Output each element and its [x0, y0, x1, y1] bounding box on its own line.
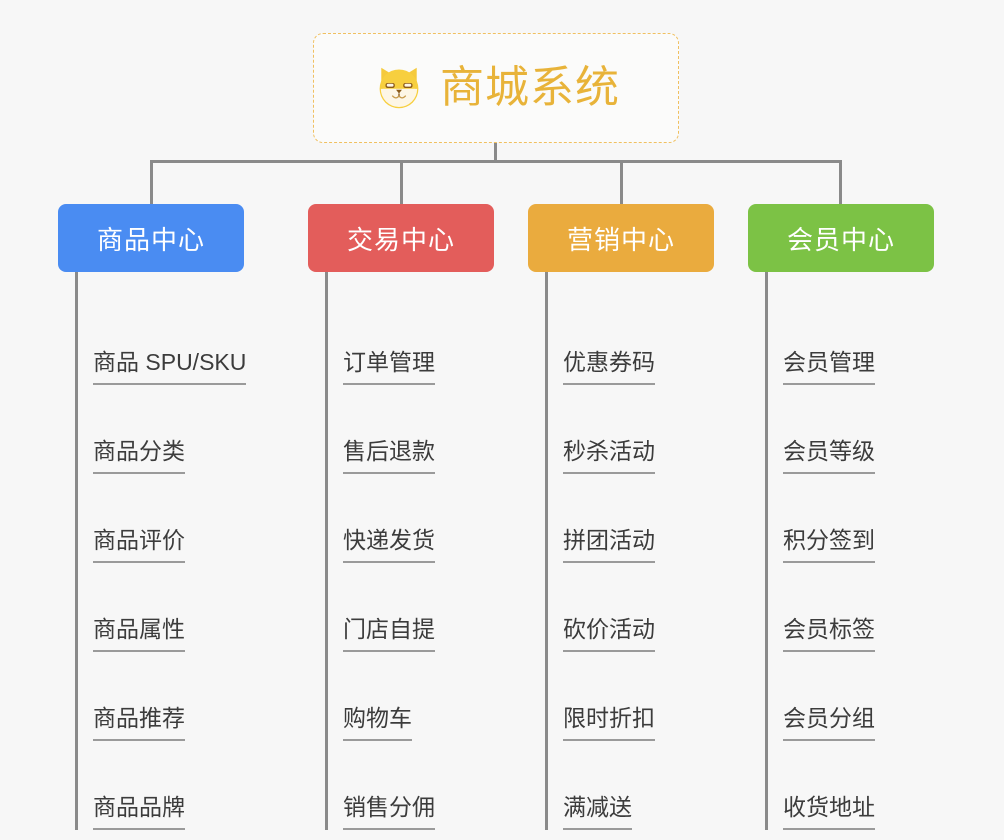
item-label: 售后退款 [343, 438, 435, 474]
list-item[interactable]: 会员管理 [748, 296, 963, 385]
item-label: 商品属性 [93, 616, 185, 652]
item-list-trade-center: 订单管理 售后退款 快递发货 门店自提 购物车 销售分佣 [308, 272, 523, 830]
category-label: 营销中心 [566, 224, 675, 255]
item-label: 优惠券码 [563, 349, 655, 385]
list-item[interactable]: 会员分组 [748, 652, 963, 741]
list-item[interactable]: 购物车 [308, 652, 523, 741]
item-label: 购物车 [343, 705, 412, 741]
list-item[interactable]: 砍价活动 [528, 563, 743, 652]
item-label: 商品品牌 [93, 794, 185, 830]
item-label: 商品分类 [93, 438, 185, 474]
connector-drop-marketing [620, 160, 623, 206]
item-label: 商品推荐 [93, 705, 185, 741]
item-label: 收货地址 [783, 794, 875, 830]
branch-spine [545, 272, 548, 830]
branch-spine [765, 272, 768, 830]
branch-product-center: 商品中心 商品 SPU/SKU 商品分类 商品评价 商品属性 商品推荐 商品品牌 [58, 204, 298, 830]
category-label: 商品中心 [96, 224, 205, 255]
root-node[interactable]: 商城系统 [313, 33, 679, 143]
connector-drop-product [150, 160, 153, 206]
list-item[interactable]: 商品属性 [58, 563, 298, 652]
list-item[interactable]: 拼团活动 [528, 474, 743, 563]
list-item[interactable]: 限时折扣 [528, 652, 743, 741]
item-label: 积分签到 [783, 527, 875, 563]
category-label: 交易中心 [346, 224, 455, 255]
list-item[interactable]: 会员标签 [748, 563, 963, 652]
connector-horizontal-bus [150, 160, 841, 163]
list-item[interactable]: 优惠券码 [528, 296, 743, 385]
list-item[interactable]: 商品品牌 [58, 741, 298, 830]
item-label: 会员管理 [783, 349, 875, 385]
connector-drop-trade [400, 160, 403, 206]
branch-spine [75, 272, 78, 830]
category-header-marketing-center[interactable]: 营销中心 [528, 204, 714, 272]
category-header-member-center[interactable]: 会员中心 [748, 204, 934, 272]
branch-spine [325, 272, 328, 830]
item-label: 限时折扣 [563, 705, 655, 741]
list-item[interactable]: 收货地址 [748, 741, 963, 830]
list-item[interactable]: 商品分类 [58, 385, 298, 474]
branch-marketing-center: 营销中心 优惠券码 秒杀活动 拼团活动 砍价活动 限时折扣 满减送 [528, 204, 743, 830]
item-label: 商品 SPU/SKU [93, 349, 247, 385]
list-item[interactable]: 销售分佣 [308, 741, 523, 830]
list-item[interactable]: 商品推荐 [58, 652, 298, 741]
list-item[interactable]: 订单管理 [308, 296, 523, 385]
list-item[interactable]: 商品 SPU/SKU [58, 296, 298, 385]
item-label: 商品评价 [93, 527, 185, 563]
item-label: 销售分佣 [343, 794, 435, 830]
list-item[interactable]: 会员等级 [748, 385, 963, 474]
item-list-marketing-center: 优惠券码 秒杀活动 拼团活动 砍价活动 限时折扣 满减送 [528, 272, 743, 830]
item-label: 会员等级 [783, 438, 875, 474]
item-label: 会员分组 [783, 705, 875, 741]
list-item[interactable]: 满减送 [528, 741, 743, 830]
list-item[interactable]: 秒杀活动 [528, 385, 743, 474]
item-list-member-center: 会员管理 会员等级 积分签到 会员标签 会员分组 收货地址 [748, 272, 963, 830]
item-list-product-center: 商品 SPU/SKU 商品分类 商品评价 商品属性 商品推荐 商品品牌 [58, 272, 298, 830]
item-label: 秒杀活动 [563, 438, 655, 474]
list-item[interactable]: 门店自提 [308, 563, 523, 652]
branch-trade-center: 交易中心 订单管理 售后退款 快递发货 门店自提 购物车 销售分佣 [308, 204, 523, 830]
item-label: 会员标签 [783, 616, 875, 652]
item-label: 砍价活动 [563, 616, 655, 652]
root-title: 商城系统 [440, 63, 620, 112]
item-label: 快递发货 [343, 527, 435, 563]
category-label: 会员中心 [786, 224, 895, 255]
item-label: 拼团活动 [563, 527, 655, 563]
connector-root-stem [494, 143, 497, 162]
shiba-dog-face-icon [372, 61, 426, 115]
list-item[interactable]: 快递发货 [308, 474, 523, 563]
item-label: 订单管理 [343, 349, 435, 385]
item-label: 满减送 [563, 794, 632, 830]
category-header-product-center[interactable]: 商品中心 [58, 204, 244, 272]
list-item[interactable]: 商品评价 [58, 474, 298, 563]
connector-drop-member [839, 160, 842, 206]
list-item[interactable]: 售后退款 [308, 385, 523, 474]
branch-member-center: 会员中心 会员管理 会员等级 积分签到 会员标签 会员分组 收货地址 [748, 204, 963, 830]
item-label: 门店自提 [343, 616, 435, 652]
list-item[interactable]: 积分签到 [748, 474, 963, 563]
category-header-trade-center[interactable]: 交易中心 [308, 204, 494, 272]
